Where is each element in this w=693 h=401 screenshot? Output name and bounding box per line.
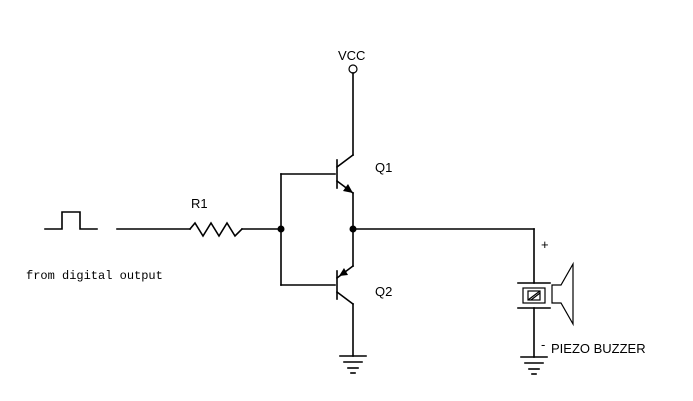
q1-emitter-arrow — [343, 184, 353, 193]
minus-label: - — [541, 337, 545, 352]
piezo-buzzer — [517, 261, 574, 327]
ground-symbol-right — [520, 356, 548, 375]
vcc-terminal — [348, 64, 358, 74]
q1-label: Q1 — [375, 160, 392, 175]
base-junction-dot — [277, 225, 285, 233]
buzzer-speaker-icon — [551, 261, 574, 327]
q2-label: Q2 — [375, 284, 392, 299]
vcc-label: VCC — [338, 48, 365, 63]
input-pulse-symbol — [44, 211, 98, 230]
ground-symbol-left — [339, 355, 367, 374]
resistor-r1 — [188, 221, 244, 238]
plus-label: + — [541, 237, 549, 252]
q2-emitter-arrow — [339, 268, 348, 276]
transistor-q2 — [335, 264, 355, 306]
input-note-label: from digital output — [26, 269, 163, 283]
buzzer-label: PIEZO BUZZER — [551, 341, 646, 356]
transistor-q1 — [335, 153, 355, 195]
r1-label: R1 — [191, 196, 208, 211]
